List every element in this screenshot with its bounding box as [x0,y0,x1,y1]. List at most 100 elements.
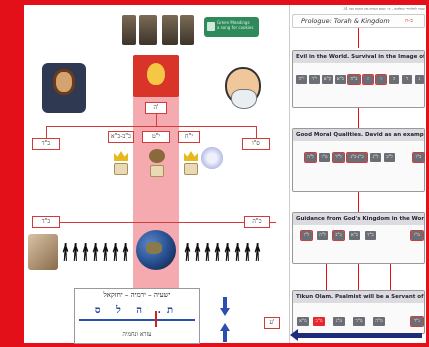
section-good-moral[interactable]: Good Moral Qualities. David as an exampl… [292,128,425,192]
timeline-bottom-label: עזרא ונחמיה [122,331,152,338]
arrow-down-icon [220,297,230,317]
chip[interactable]: כ"ב [332,230,345,241]
king-portrait [42,63,86,113]
chip[interactable]: ל"ג [370,153,381,162]
tag-group-right[interactable]: י"ח [178,131,200,143]
arrow-shaft [223,330,227,342]
connector [46,126,256,127]
arrow-shaft [223,297,227,309]
diagram-stage: Green Meadings a song for cookies ה' כ"ד… [24,5,289,344]
section-evil[interactable]: Evil in the World. Survival in the Image… [292,50,425,108]
beard-icon [231,89,257,109]
scroll-icon [149,149,165,163]
chip[interactable]: כ"א [335,75,346,84]
chip[interactable]: מ"ו [319,153,330,162]
statues-illustration [122,15,196,45]
statue-icon [180,15,194,45]
timeline-marker [155,311,157,327]
scroll-icon [114,163,128,175]
flow-arrow [358,28,359,48]
fire-illustration [133,55,179,97]
chip[interactable]: י"ד [309,75,320,84]
chip[interactable]: מ"ה [373,317,385,326]
connector [156,114,157,126]
chip[interactable]: ב"ח [347,74,361,85]
connector [256,126,257,138]
people-photo [28,234,58,270]
chip[interactable]: ל"ו [300,230,313,241]
person-silhouette-icon [234,243,241,261]
chip[interactable]: ל"ה [304,152,317,163]
chip[interactable]: מ"א [297,317,309,326]
person-silhouette-icon [224,243,231,261]
chip[interactable]: כ"ו [412,152,425,163]
chip[interactable]: ל"ב [384,153,395,162]
chip[interactable]: ק"א [322,75,333,84]
bearded-man-portrait [219,65,269,113]
person-silhouette-icon [254,243,261,261]
tag-group-left[interactable]: כ"ב-כ"א [108,131,134,143]
chip[interactable]: נ"ד [410,316,424,327]
chip[interactable]: ד [402,75,412,84]
person-silhouette-icon [122,243,129,261]
timeline-letters: ת. ה ל ס [94,305,180,316]
scroll-icon [150,165,164,177]
section-title: Evil in the World. Survival in the Image… [293,51,424,63]
tag-right[interactable]: ס"ו [242,138,270,150]
person-silhouette-icon [194,243,201,261]
overlay-line2: a song for cookies [217,25,254,30]
crown-icon [184,151,198,161]
person-silhouette-icon [214,243,221,261]
chip[interactable]: מ"ו [410,230,424,241]
person-silhouette-icon [102,243,109,261]
chip[interactable]: כ"א [349,231,360,240]
tag-top[interactable]: ה' [145,102,167,114]
prologue-range: ב–ה [405,18,413,24]
crown-icon [114,151,128,161]
prologue-box[interactable]: Prologue: Torah & Kingdom ב–ה [292,14,425,28]
arrow-left-icon [290,329,298,341]
person-silhouette-icon [204,243,211,261]
chip[interactable]: כ"ג-כ"ג [346,152,368,163]
panel-header-hebrew: שערו לתלמידי שולחנם – כ׳: שמם כשרם את הז… [343,7,425,11]
person-silhouette-icon [62,243,69,261]
flow-arrow [326,264,327,290]
section-title: Tikun Olam. Psalmist will be a Servant o… [293,291,424,303]
chip[interactable]: מ"ב [313,317,325,326]
arrow-head [220,308,230,316]
section-guidance[interactable]: Guidance from God's Kingdom in the World… [292,212,425,264]
red-frame-bottom [0,343,429,347]
chip[interactable]: ל"ד [332,152,345,163]
connector [36,222,276,223]
statue-icon [162,15,178,45]
bottom-arrow-bar [296,333,422,338]
flow-arrow [358,264,359,290]
section-tikun-olam[interactable]: Tikun Olam. Psalmist will be a Servant o… [292,290,425,334]
chip[interactable]: ג [415,75,424,84]
tag-group-middle[interactable]: י"ט [142,131,170,143]
section-title: Good Moral Qualities. David as an exampl… [293,129,424,141]
flow-arrow [358,108,359,128]
chip[interactable]: מ"ד [353,317,365,326]
tag-bottom-left[interactable]: כ"ד [32,216,60,228]
prophets-timeline: ישעיה – ירמיה – יחזקאל ת. ה ל ס עזרא ונח… [74,288,200,344]
tag-bottom-right[interactable]: כ"ה [244,216,270,228]
flow-arrow [390,264,391,290]
chip[interactable]: ה [389,75,399,84]
overlay-line1: Green Meadings [217,20,250,25]
chip[interactable]: ו [375,74,387,85]
tag-left[interactable]: כ"ד [32,138,60,150]
chip[interactable]: י"ה [296,75,307,84]
person-silhouette-icon [112,243,119,261]
chip[interactable]: כ"ד [365,231,376,240]
media-overlay-button[interactable]: Green Meadings a song for cookies [204,17,259,37]
statue-icon [139,15,157,45]
chip[interactable]: ל"ה [317,231,328,240]
timeline-axis [79,319,195,321]
tag-side[interactable]: ע' [264,317,280,329]
chip[interactable]: מ"ג [333,317,345,326]
chip[interactable]: ז [362,74,374,85]
outline-panel: שערו לתלמידי שולחנם – כ׳: שמם כשרם את הז… [289,5,426,343]
globe-icon [136,230,176,270]
statue-icon [122,15,136,45]
